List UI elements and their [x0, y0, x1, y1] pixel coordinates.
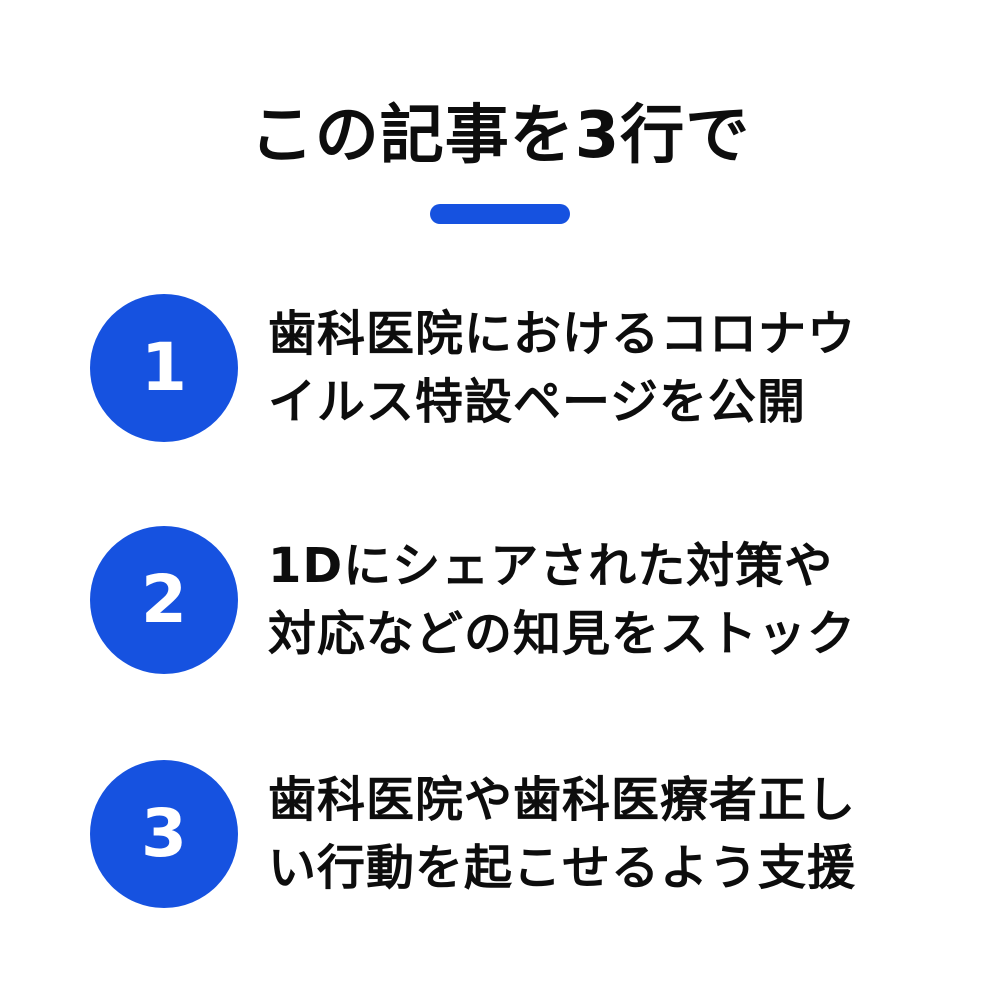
summary-line: 1Dにシェアされた対策や [268, 538, 834, 594]
summary-text-2: 1Dにシェアされた対策や 対応などの知見をストック [268, 532, 948, 668]
summary-line: い行動を起こせるよう支援 [268, 840, 857, 896]
badge-number: 1 [141, 329, 187, 406]
page-title: この記事を3行で [249, 99, 751, 173]
summary-item-2: 2 1Dにシェアされた対策や 対応などの知見をストック [90, 526, 950, 676]
number-badge-2: 2 [90, 526, 238, 674]
number-badge-1: 1 [90, 294, 238, 442]
summary-line: 歯科医院におけるコロナウ [268, 306, 857, 362]
summary-line: 歯科医院や歯科医療者正し [268, 772, 857, 828]
summary-text-3: 歯科医院や歯科医療者正し い行動を起こせるよう支援 [268, 766, 948, 902]
badge-number: 2 [141, 561, 187, 638]
summary-item-1: 1 歯科医院におけるコロナウ イルス特設ページを公開 [90, 294, 950, 444]
summary-item-3: 3 歯科医院や歯科医療者正し い行動を起こせるよう支援 [90, 760, 950, 910]
number-badge-3: 3 [90, 760, 238, 908]
summary-line: イルス特設ページを公開 [268, 374, 807, 430]
summary-line: 対応などの知見をストック [268, 606, 857, 662]
summary-text-1: 歯科医院におけるコロナウ イルス特設ページを公開 [268, 300, 948, 436]
title-underline [430, 204, 570, 224]
badge-number: 3 [141, 795, 187, 872]
